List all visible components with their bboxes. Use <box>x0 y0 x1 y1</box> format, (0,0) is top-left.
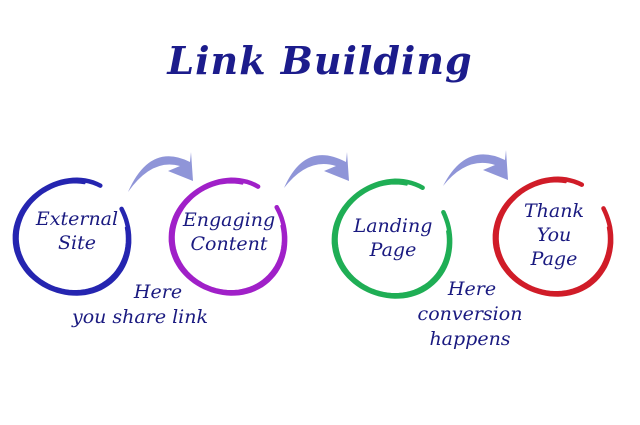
note-conversion: Here conversion happens <box>405 277 535 352</box>
arrow-engaging-to-landing <box>284 152 349 188</box>
node-label-landing-page: Landing Page <box>338 214 448 262</box>
node-circle-landing-page <box>331 178 453 299</box>
note-line: you share link <box>71 306 209 328</box>
node-label-line: External <box>35 208 119 230</box>
node-label-external-site: External Site <box>22 207 132 255</box>
note-share-link: Here you share link <box>60 280 220 330</box>
note-line: conversion <box>417 303 523 325</box>
note-line: happens <box>429 328 511 350</box>
node-label-line: Page <box>530 248 578 270</box>
node-label-line: Site <box>58 232 96 254</box>
arrow-external-to-engaging <box>128 152 193 192</box>
node-label-line: Engaging <box>182 209 276 231</box>
node-label-line: Content <box>190 233 268 255</box>
arrow-landing-to-thankyou <box>443 150 508 186</box>
note-line: Here <box>447 278 497 300</box>
node-circle-engaging-content <box>168 177 288 296</box>
node-label-line: Landing <box>353 215 433 237</box>
page-title: Link Building <box>167 38 473 83</box>
node-circle-external-site <box>12 177 132 296</box>
node-circle-thank-you-page <box>492 176 614 297</box>
note-line: Here <box>133 281 183 303</box>
node-label-line: You <box>536 224 572 246</box>
node-label-line: Page <box>369 239 417 261</box>
node-label-thank-you-page: Thank You Page <box>499 199 609 271</box>
node-label-engaging-content: Engaging Content <box>174 208 284 256</box>
node-label-line: Thank <box>524 200 584 222</box>
